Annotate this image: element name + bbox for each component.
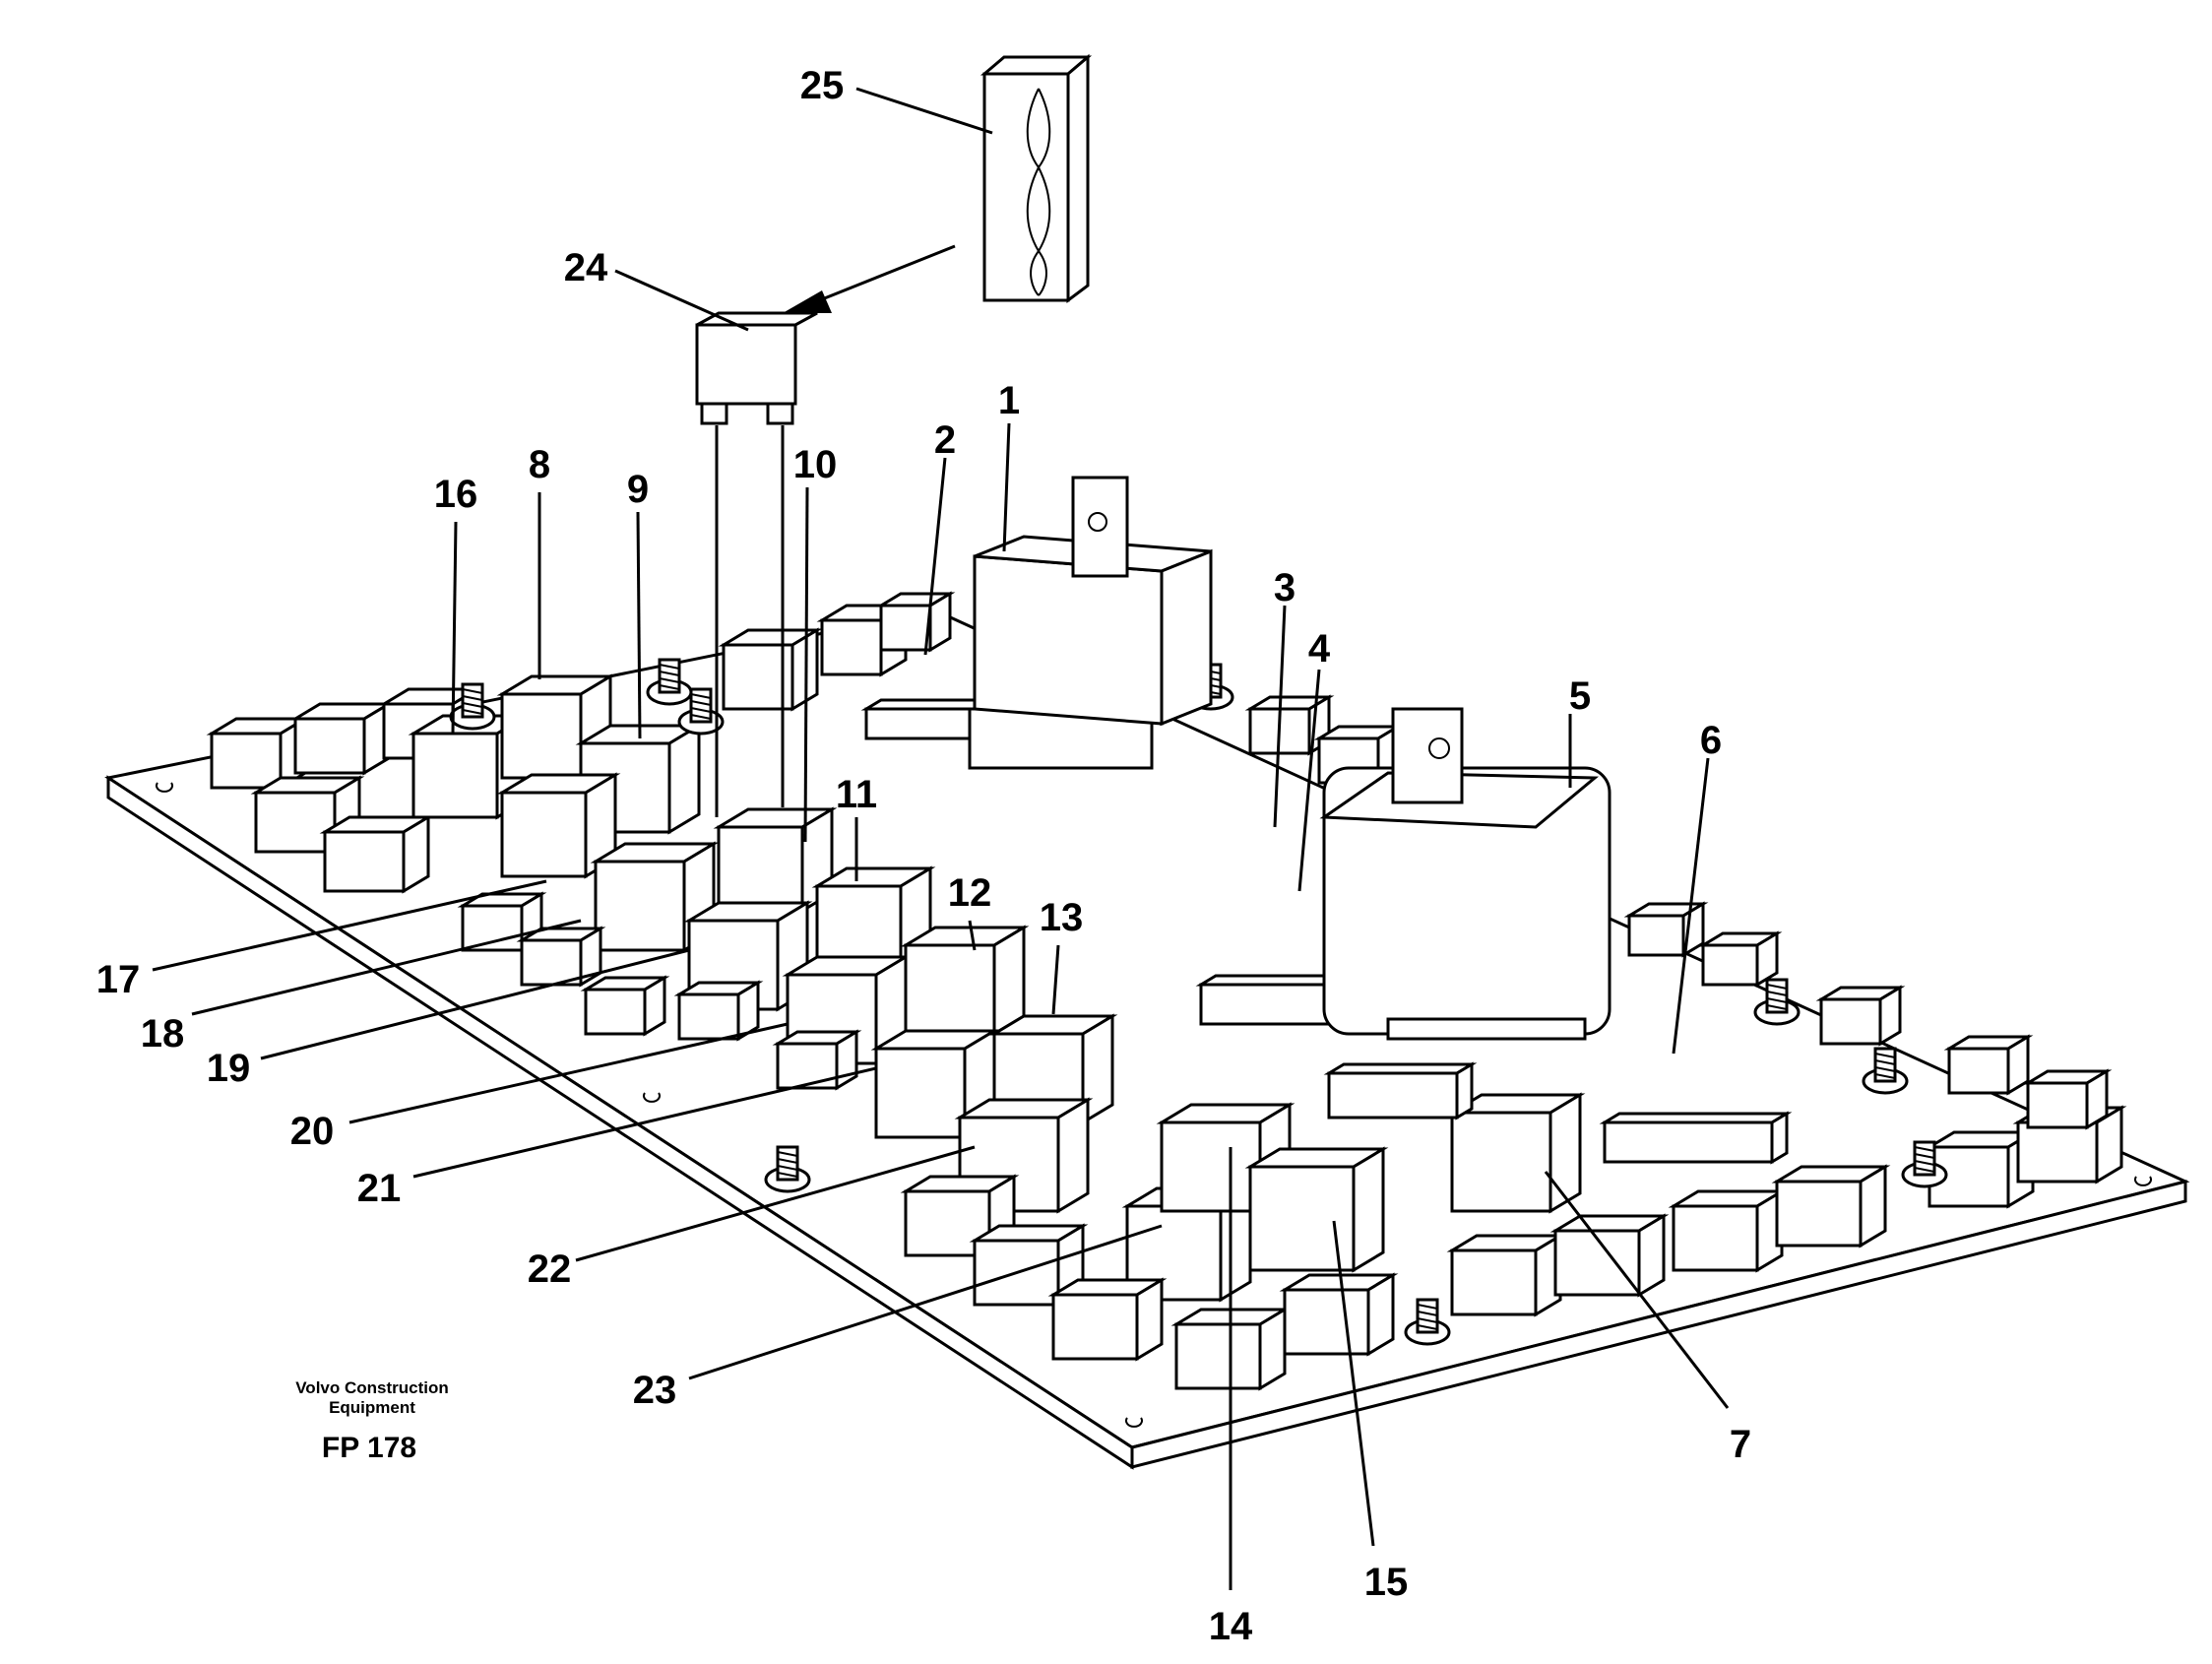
callout-3: 3: [1274, 566, 1296, 609]
figure-caption: Volvo Construction Equipment FP 178: [295, 1378, 449, 1464]
relay-socket: [900, 925, 1030, 1037]
relay-socket: [875, 591, 956, 653]
leader-21: [412, 1066, 877, 1179]
callout-10: 10: [793, 443, 838, 486]
fuse-24: [695, 311, 818, 817]
callout-2: 2: [934, 418, 956, 462]
callout-21: 21: [357, 1167, 402, 1210]
leader-25: [855, 87, 993, 135]
callout-9: 9: [627, 468, 649, 511]
relay-large-5: [1319, 707, 1612, 1041]
leader-13: [1051, 944, 1060, 1015]
leader-18: [191, 919, 582, 1016]
relay-socket: [673, 980, 764, 1042]
insert-arrow: [783, 244, 956, 313]
fuse-holder-25: [980, 53, 1093, 303]
terminal-bolt: [1901, 1140, 1948, 1188]
callout-13: 13: [1040, 896, 1084, 939]
callout-24: 24: [564, 246, 608, 289]
brand-line-2: Equipment: [329, 1398, 415, 1417]
callout-labels: 1 2 3 4 5 6 7 8 9 10 11 12 13 14 15 16 1…: [96, 64, 1751, 1648]
relay-socket: [870, 1028, 1000, 1140]
relay-socket: [1047, 1277, 1168, 1362]
leader-12: [968, 920, 977, 951]
callout-15: 15: [1364, 1561, 1409, 1604]
mount-hole: [1125, 1417, 1143, 1428]
leader-19: [260, 948, 690, 1060]
callout-22: 22: [528, 1248, 572, 1291]
figure-code: FP 178: [322, 1432, 416, 1464]
terminal-bolt: [677, 687, 725, 736]
callout-5: 5: [1569, 674, 1591, 718]
callout-16: 16: [434, 473, 478, 516]
mount-hole: [2134, 1176, 2152, 1186]
relay-socket: [1668, 1188, 1788, 1273]
relay-socket: [496, 673, 616, 781]
leader-4: [1297, 669, 1321, 892]
leader-6: [1672, 757, 1710, 1055]
relay-socket: [2022, 1068, 2113, 1130]
relay-socket: [1943, 1034, 2034, 1096]
terminal-bolt: [764, 1145, 811, 1193]
callout-7: 7: [1730, 1423, 1751, 1466]
mount-hole: [643, 1092, 661, 1103]
terminal-bolt: [1753, 978, 1801, 1026]
relay-socket: [1279, 1272, 1399, 1357]
callout-17: 17: [96, 958, 141, 1001]
callout-8: 8: [529, 443, 550, 486]
callout-4: 4: [1308, 627, 1331, 671]
relay-socket: [496, 772, 621, 879]
connector-strip: [1323, 1061, 1478, 1120]
relay-socket: [713, 806, 838, 914]
leader-15: [1332, 1220, 1375, 1547]
leader-22: [575, 1145, 976, 1262]
relay-socket: [1244, 1146, 1389, 1273]
relay-socket: [516, 926, 606, 988]
terminal-bolt: [449, 682, 496, 731]
callout-19: 19: [207, 1047, 251, 1090]
leader-9: [636, 511, 642, 739]
callout-23: 23: [633, 1369, 677, 1412]
relay-socket: [1697, 930, 1783, 988]
board-components: [206, 591, 2127, 1391]
leader-23: [688, 1224, 1163, 1380]
leader-16: [451, 521, 458, 735]
terminal-bolt: [1862, 1047, 1909, 1095]
relay-socket: [1446, 1233, 1566, 1317]
leader-7: [1544, 1171, 1730, 1409]
relay-socket: [1771, 1164, 1891, 1248]
leader-2: [923, 457, 947, 656]
relay-socket: [1446, 1092, 1586, 1214]
leader-17: [152, 879, 547, 972]
terminal-bolt: [1404, 1298, 1451, 1346]
connector-strip: [1599, 1111, 1793, 1165]
relay-large-1: [968, 476, 1213, 770]
mount-hole: [156, 782, 173, 793]
relay-socket: [1815, 985, 1906, 1047]
relay-socket: [772, 1029, 862, 1091]
leader-1: [1002, 422, 1011, 552]
callout-1: 1: [998, 379, 1020, 422]
leader-lines: [152, 87, 1730, 1590]
leader-3: [1273, 605, 1287, 828]
leader-20: [348, 1022, 789, 1124]
relay-socket: [718, 627, 823, 712]
board-edge-right: [1130, 1180, 2187, 1469]
relay-socket: [319, 814, 434, 894]
callout-20: 20: [290, 1110, 335, 1153]
relay-socket: [580, 975, 670, 1037]
callout-6: 6: [1700, 719, 1722, 762]
callout-11: 11: [836, 773, 877, 816]
callout-12: 12: [948, 871, 992, 915]
leader-24: [614, 269, 749, 332]
relay-socket: [1623, 901, 1709, 958]
callout-14: 14: [1209, 1605, 1253, 1648]
callout-18: 18: [141, 1012, 185, 1056]
callout-25: 25: [800, 64, 845, 107]
leader-10: [803, 486, 809, 843]
brand-line-1: Volvo Construction: [295, 1378, 449, 1397]
relay-socket: [2012, 1105, 2127, 1184]
relay-socket: [289, 701, 395, 776]
